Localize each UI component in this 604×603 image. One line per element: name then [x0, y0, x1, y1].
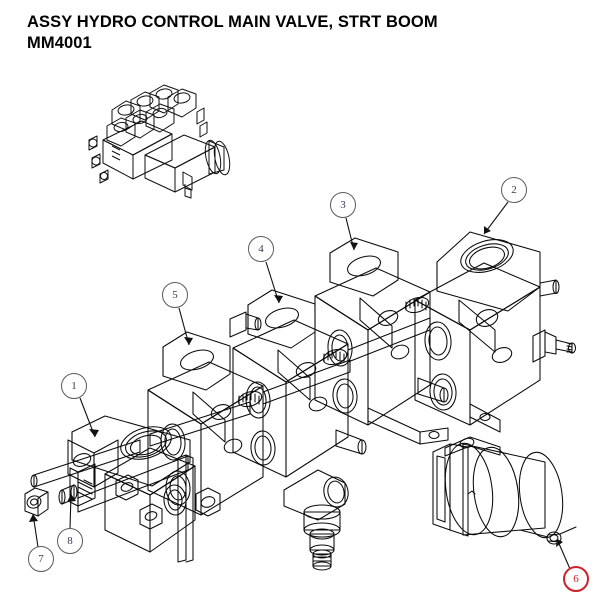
- valve-section-5: [147, 311, 264, 516]
- callout-2-label: 2: [511, 184, 517, 196]
- callout-3-label: 3: [340, 199, 346, 211]
- callout-1[interactable]: 1: [61, 373, 87, 399]
- main-valve-assembly-drawing: [24, 231, 577, 571]
- left-end-manifold: [30, 401, 251, 563]
- valve-section-2: [414, 231, 577, 433]
- page-title-line-2: MM4001: [27, 34, 92, 52]
- callout-8-label: 8: [67, 535, 73, 547]
- elbow-fitting: [283, 469, 349, 571]
- callout-6[interactable]: 6: [563, 566, 589, 592]
- callout-8[interactable]: 8: [57, 528, 83, 554]
- tie-rods: [77, 317, 431, 513]
- callout-2[interactable]: 2: [501, 177, 527, 203]
- callout-7[interactable]: 7: [28, 546, 54, 572]
- callout-7-label: 7: [38, 553, 44, 565]
- callout-5[interactable]: 5: [162, 282, 188, 308]
- valve-section-4: [232, 289, 367, 478]
- callout-3[interactable]: 3: [330, 192, 356, 218]
- callout-1-label: 1: [71, 380, 77, 392]
- callout-4-label: 4: [258, 243, 264, 255]
- page-title-line-1: ASSY HYDRO CONTROL MAIN VALVE, STRT BOOM: [27, 13, 438, 31]
- assembly-overview-thumbnail: [88, 84, 231, 199]
- leader-2: [483, 201, 509, 235]
- page-title: ASSY HYDRO CONTROL MAIN VALVE, STRT BOOM…: [27, 12, 587, 54]
- valve-section-3: [314, 237, 449, 445]
- callout-5-label: 5: [172, 289, 178, 301]
- callout-6-label: 6: [573, 573, 579, 585]
- callout-4[interactable]: 4: [248, 236, 274, 262]
- callout-arrowheads: [29, 226, 563, 547]
